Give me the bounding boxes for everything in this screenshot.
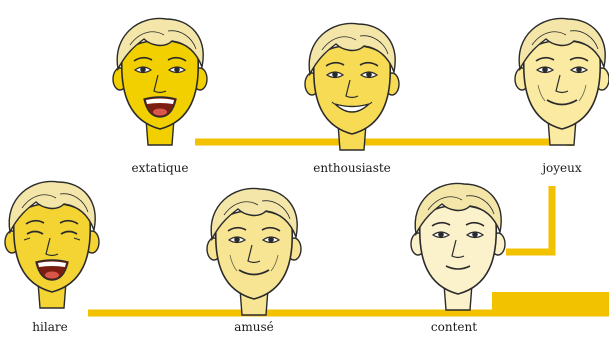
face-pupil-left [542, 67, 548, 73]
connector-right-bend [506, 186, 552, 252]
face-content [411, 183, 505, 310]
face-extatique [113, 18, 207, 145]
face-pupil-left [234, 237, 240, 243]
label-content: content [431, 320, 477, 334]
face-head [420, 206, 496, 295]
label-hilare: hilare [32, 320, 67, 334]
face-hilare [5, 181, 99, 308]
label-enthousiaste: enthousiaste [313, 161, 391, 175]
face-head [314, 46, 390, 135]
face-head [524, 41, 600, 130]
face-pupil-right [576, 67, 582, 73]
face-pupil-right [366, 72, 372, 78]
label-joyeux: joyeux [542, 161, 581, 175]
face-pupil-right [174, 67, 180, 73]
face-pupil-left [332, 72, 338, 78]
connector-bottom-band [492, 292, 609, 316]
face-enthousiaste [305, 23, 399, 150]
face-pupil-left [140, 67, 146, 73]
face-pupil-right [268, 237, 274, 243]
face-head [216, 211, 292, 300]
faces-group [5, 18, 609, 315]
face-tongue [45, 272, 59, 279]
face-amuse [207, 188, 301, 315]
label-extatique: extatique [131, 161, 188, 175]
face-joyeux [515, 18, 609, 145]
face-tongue [153, 109, 167, 116]
face-pupil-right [472, 232, 478, 238]
face-pupil-left [438, 232, 444, 238]
label-amuse: amusé [234, 320, 274, 334]
